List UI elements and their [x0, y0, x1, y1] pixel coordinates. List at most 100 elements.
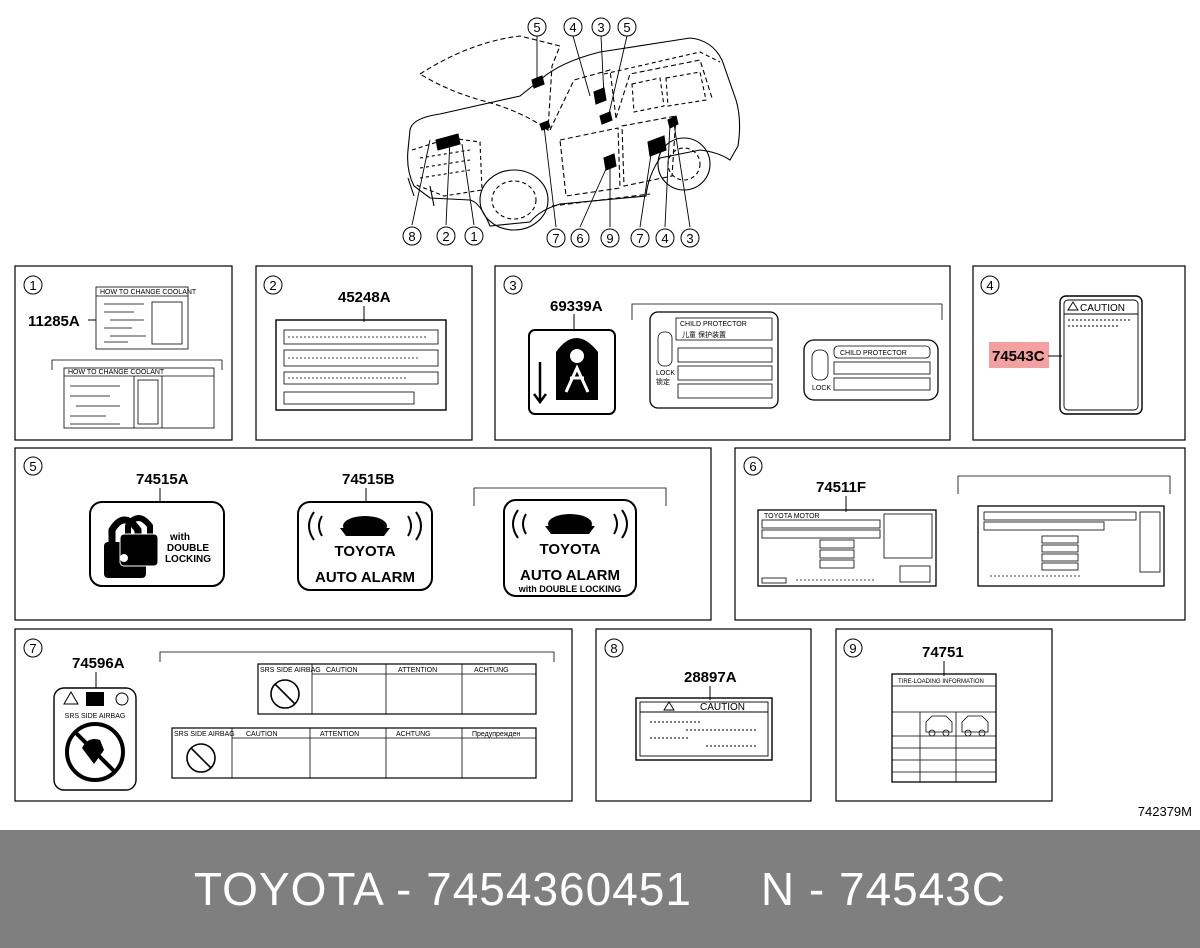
svg-text:2: 2	[442, 229, 449, 244]
callout-bot-4: 4	[655, 228, 675, 248]
part-code: 11285A	[28, 313, 80, 330]
svg-text:CAUTION: CAUTION	[246, 731, 278, 738]
auto-alarm-label-1	[297, 501, 433, 591]
svg-text:Предупрежден: Предупрежден	[472, 731, 520, 738]
panel-7: 7 74596A SRS SIDE AIRBAG SRS SIDE AIRBAG…	[14, 628, 573, 802]
callout-bot-8: 8	[402, 226, 422, 246]
label-45248a	[275, 319, 447, 411]
svg-text:with DOUBLE LOCKING: with DOUBLE LOCKING	[518, 584, 622, 594]
svg-text:4: 4	[661, 231, 668, 246]
diagram-id: 742379M	[1138, 804, 1192, 819]
svg-text:7: 7	[552, 231, 559, 246]
callout-top-5b: 5	[617, 17, 637, 37]
svg-text:3: 3	[597, 20, 604, 35]
highlight-box	[989, 342, 1049, 368]
svg-text:1: 1	[470, 229, 477, 244]
svg-text:CAUTION: CAUTION	[1080, 303, 1125, 314]
svg-text:3: 3	[686, 231, 693, 246]
double-locking-label	[89, 501, 225, 587]
tire-loading-label	[891, 673, 997, 783]
vehicle-illustration	[407, 35, 741, 231]
panel-number: 8	[610, 641, 617, 656]
panel-3: 3 69339A CHILD PROTECTOR 儿童 保护装置 LOCK 锁定	[494, 265, 951, 441]
svg-text:TOYOTA MOTOR: TOYOTA MOTOR	[764, 513, 820, 520]
parts-diagram: 5 4 3 5 8 2 1 7 6 9 7 4 3 1 11285A HOW T…	[14, 17, 1192, 819]
part-code: 74751	[922, 644, 964, 661]
part-code: 74543C	[992, 348, 1045, 365]
srs-multilang-label-1	[257, 663, 537, 715]
callout-leaders	[411, 35, 691, 228]
svg-text:LOCKING: LOCKING	[165, 554, 211, 565]
part-number-footer: TOYOTA - 7454360451 N - 74543C	[0, 830, 1200, 948]
svg-text:LOCK: LOCK	[656, 370, 675, 377]
svg-text:5: 5	[533, 20, 540, 35]
coolant-label-1	[95, 286, 189, 350]
svg-text:7: 7	[636, 231, 643, 246]
svg-text:AUTO ALARM: AUTO ALARM	[315, 569, 415, 586]
svg-text:儿童 保护装置: 儿童 保护装置	[682, 330, 726, 339]
callout-bot-2: 2	[436, 226, 456, 246]
child-protector-label-2	[803, 339, 939, 401]
auto-alarm-label-2	[503, 499, 637, 597]
svg-text:HOW TO CHANGE COOLANT: HOW TO CHANGE COOLANT	[100, 289, 197, 296]
coolant-label-2	[63, 367, 215, 429]
svg-text:8: 8	[408, 229, 415, 244]
svg-text:DOUBLE: DOUBLE	[167, 543, 210, 554]
svg-text:4: 4	[569, 20, 576, 35]
panel-number: 3	[509, 278, 516, 293]
child-lock-icon	[528, 329, 616, 415]
svg-text:HOW TO CHANGE COOLANT: HOW TO CHANGE COOLANT	[68, 369, 165, 376]
callout-bot-7b: 7	[630, 228, 650, 248]
caution-label-28897a	[635, 697, 773, 761]
svg-text:5: 5	[623, 20, 630, 35]
panel-number: 1	[29, 278, 36, 293]
panel-number: 2	[269, 278, 276, 293]
callout-bot-1: 1	[464, 226, 484, 246]
part-code: 74596A	[72, 655, 125, 672]
svg-text:SRS SIDE AIRBAG: SRS SIDE AIRBAG	[174, 731, 235, 738]
vin-label-1	[757, 509, 937, 587]
panel-2: 2 45248A	[255, 265, 473, 441]
panel-6: 6 74511F TOYOTA MOTOR	[734, 447, 1186, 621]
panel-number: 7	[29, 641, 36, 656]
svg-text:SRS SIDE AIRBAG: SRS SIDE AIRBAG	[65, 713, 126, 720]
panel-number: 4	[986, 278, 993, 293]
callout-bot-3: 3	[680, 228, 700, 248]
svg-text:TOYOTA: TOYOTA	[539, 541, 600, 558]
svg-text:TIRE-LOADING INFORMATION: TIRE-LOADING INFORMATION	[898, 679, 984, 685]
vin-label-2	[977, 505, 1165, 587]
part-code: 45248A	[338, 289, 391, 306]
panel-9: 9 74751 TIRE-LOADING INFORMATION	[835, 628, 1053, 802]
svg-text:TOYOTA: TOYOTA	[334, 543, 395, 560]
panel-8: 8 28897A CAUTION	[595, 628, 812, 802]
svg-text:CAUTION: CAUTION	[700, 702, 745, 713]
svg-text:ATTENTION: ATTENTION	[320, 731, 359, 738]
callout-top-3: 3	[591, 17, 611, 37]
part-code: 74511F	[816, 479, 866, 496]
callout-top-4: 4	[563, 17, 583, 37]
panel-number: 6	[749, 459, 756, 474]
svg-text:with: with	[169, 532, 190, 543]
srs-multilang-label-2	[171, 727, 537, 779]
svg-text:9: 9	[606, 231, 613, 246]
part-code: 74515B	[342, 471, 395, 488]
callout-top-5a: 5	[527, 17, 547, 37]
svg-text:6: 6	[576, 231, 583, 246]
svg-text:CHILD PROTECTOR: CHILD PROTECTOR	[680, 321, 747, 328]
svg-text:锁定: 锁定	[656, 377, 670, 386]
caution-label-74543c	[1059, 295, 1143, 415]
vehicle-callouts: 5 4 3 5 8 2 1 7 6 9 7 4 3	[402, 17, 700, 248]
svg-text:AUTO ALARM: AUTO ALARM	[520, 567, 620, 584]
callout-bot-7a: 7	[546, 228, 566, 248]
part-code: 69339A	[550, 298, 603, 315]
child-protector-label-1	[649, 311, 779, 409]
srs-airbag-label	[53, 687, 137, 791]
panel-5: 5 74515A 74515B with DOUBLE LOCKING TOYO…	[14, 447, 712, 621]
callout-bot-6: 6	[570, 228, 590, 248]
panel-4: 4 74543C CAUTION	[972, 265, 1186, 441]
callout-bot-9: 9	[600, 228, 620, 248]
part-code: 28897A	[684, 669, 737, 686]
part-code: 74515A	[136, 471, 189, 488]
panel-number: 9	[849, 641, 856, 656]
svg-text:LOCK: LOCK	[812, 385, 831, 392]
